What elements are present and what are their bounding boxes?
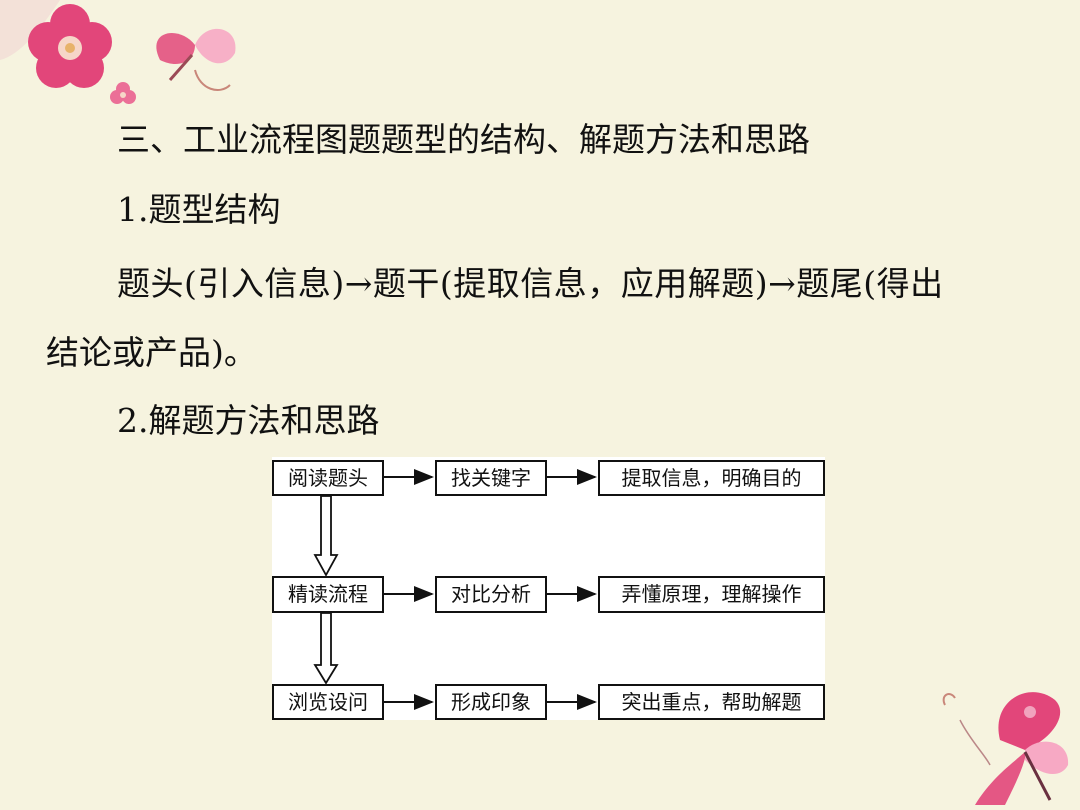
flow-result-3: 突出重点，帮助解题 [598,684,825,720]
butterfly-icon [942,692,1069,805]
flowchart: 阅读题头 找关键字 提取信息，明确目的 精读流程 对比分析 弄懂原理，理解操作 … [272,457,825,720]
flow-action-2: 对比分析 [435,576,547,613]
flower-butterfly-icon [0,0,236,104]
subheading-method: 2.解题方法和思路 [117,401,380,440]
flow-step-2: 精读流程 [272,576,384,613]
paragraph-line-1: 题头(引入信息)→题干(提取信息，应用解题)→题尾(得出 [117,264,944,303]
flow-action-3: 形成印象 [435,684,547,720]
flow-step-1: 阅读题头 [272,460,384,496]
down-arrow-2 [313,612,339,685]
paragraph-line-2: 结论或产品)。 [46,333,257,372]
down-arrow-1 [313,495,339,577]
subheading-structure: 1.题型结构 [117,190,281,229]
flow-action-1: 找关键字 [435,460,547,496]
flow-result-1: 提取信息，明确目的 [598,460,825,496]
slide-heading: 三、工业流程图题题型的结构、解题方法和思路 [117,120,810,159]
flow-result-2: 弄懂原理，理解操作 [598,576,825,613]
flow-step-3: 浏览设问 [272,684,384,720]
flowchart-connectors [313,469,597,710]
